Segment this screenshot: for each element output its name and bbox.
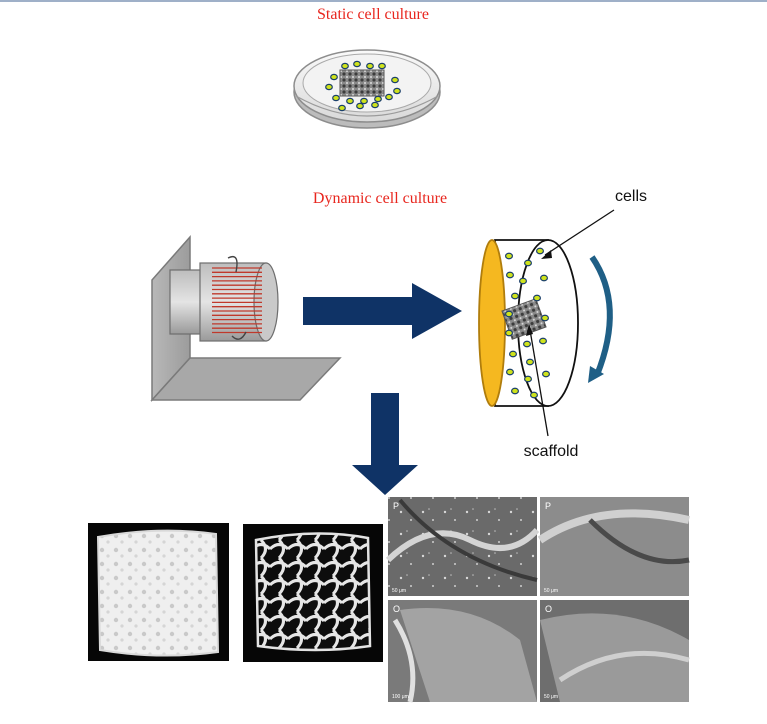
cell-icon xyxy=(371,101,379,109)
cell-icon xyxy=(511,292,520,300)
rotating-bioreactor-icon xyxy=(150,235,342,402)
down-arrow-icon xyxy=(352,393,418,495)
cell-icon xyxy=(511,387,520,395)
cell-icon xyxy=(330,73,338,81)
cell-icon xyxy=(518,277,527,285)
cell-icon xyxy=(505,329,514,337)
culture-chamber-icon xyxy=(478,239,579,407)
chamber-disk xyxy=(478,239,506,407)
sem-panel-1-scale: 50 μm xyxy=(392,588,406,594)
sem-panel-1: P 50 μm xyxy=(385,497,540,596)
cell-icon xyxy=(532,294,541,302)
sem-panel-2-letter: P xyxy=(545,501,551,511)
cell-icon xyxy=(525,358,534,366)
sem-panel-3-letter: O xyxy=(393,604,400,614)
petri-dish-icon xyxy=(293,49,441,129)
cell-icon xyxy=(522,340,531,348)
rotation-coils-icon xyxy=(212,267,262,334)
sem-panel-2-scale: 50 μm xyxy=(544,588,558,594)
scaffold-in-dish-icon xyxy=(339,69,385,97)
cell-icon xyxy=(325,83,333,91)
cells-label: cells xyxy=(615,188,647,205)
rotation-arrow-icon xyxy=(589,255,613,377)
cell-icon xyxy=(393,87,401,95)
cell-icon xyxy=(535,247,544,255)
cell-icon xyxy=(332,94,340,102)
cell-icon xyxy=(378,62,386,70)
cell-icon xyxy=(346,97,354,105)
sem-panel-4-letter: O xyxy=(545,604,552,614)
rotation-arrow-head-icon xyxy=(588,366,604,383)
sem-panel-4: O 50 μm xyxy=(540,600,690,702)
cell-icon xyxy=(538,337,547,345)
cell-icon xyxy=(506,368,515,376)
sem-panel-1-letter: P xyxy=(393,501,399,511)
static-culture-title: Static cell culture xyxy=(317,6,429,23)
sem-panel-2: P 50 μm xyxy=(537,497,690,596)
cells-in-chamber xyxy=(505,247,550,399)
sem-panel-3-scale: 100 μm xyxy=(392,694,409,700)
dynamic-culture-title: Dynamic cell culture xyxy=(313,190,447,207)
cell-icon xyxy=(509,350,518,358)
cell-icon xyxy=(523,259,532,267)
sem-panel-4-scale: 50 μm xyxy=(544,694,558,700)
cell-icon xyxy=(523,375,532,383)
scaffold-label: scaffold xyxy=(524,443,579,460)
cell-icon xyxy=(356,102,364,110)
cell-icon xyxy=(505,310,514,318)
cells-in-dish xyxy=(325,60,401,112)
cell-icon xyxy=(540,314,549,322)
cell-icon xyxy=(341,62,349,70)
cell-icon xyxy=(506,271,515,279)
cell-icon xyxy=(505,252,514,260)
rotation-arrow-small-icon xyxy=(227,255,238,273)
right-arrow-icon xyxy=(303,283,462,339)
cell-icon xyxy=(338,104,346,112)
cell-icon xyxy=(391,76,399,84)
cell-icon xyxy=(360,97,368,105)
cell-icon xyxy=(353,60,361,68)
cell-icon xyxy=(366,62,374,70)
cell-icon xyxy=(539,274,548,282)
sem-panel-3: O 100 μm xyxy=(388,600,537,703)
cell-icon xyxy=(541,370,550,378)
cell-icon xyxy=(385,93,393,101)
top-border xyxy=(0,0,767,2)
sem-image-grid: P 50 μm P 50 μm O 100 μm O 50 μm xyxy=(385,497,690,703)
cell-icon xyxy=(374,95,382,103)
cell-icon xyxy=(529,391,538,399)
